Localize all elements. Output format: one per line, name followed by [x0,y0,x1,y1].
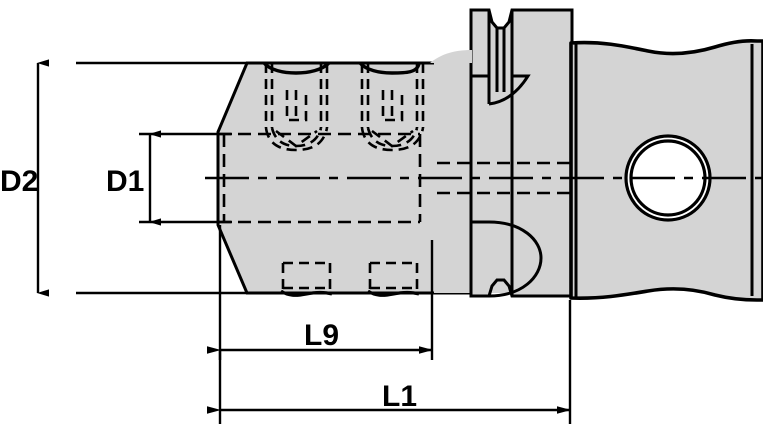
set-screw-bottom-arcs [280,289,420,297]
lower-set-screw-bores [280,261,420,297]
flange-internal-detail [469,10,543,298]
head-to-flange-upper-fillet [418,50,472,63]
shank-face-lines [574,44,754,298]
dimension-L1: L1 [207,300,572,424]
upper-set-screw-bores [264,63,425,152]
set-screw-bore-lower-right [368,261,419,290]
L1-label: L1 [382,380,417,413]
L9-label: L9 [304,319,339,352]
set-screw-bore-lower-left [281,261,332,290]
flange-collar-body [469,8,574,298]
set-screw-bore-upper-right [360,63,425,152]
dimension-D1: D1 [106,130,232,226]
set-screw-bore-upper-left [264,63,329,152]
flange-slot-hidden-lines [437,161,572,195]
D1-label: D1 [106,165,144,198]
D2-label: D2 [0,165,38,198]
set-screw-top-arcs [262,61,421,75]
dimension-L9: L9 [207,225,434,360]
